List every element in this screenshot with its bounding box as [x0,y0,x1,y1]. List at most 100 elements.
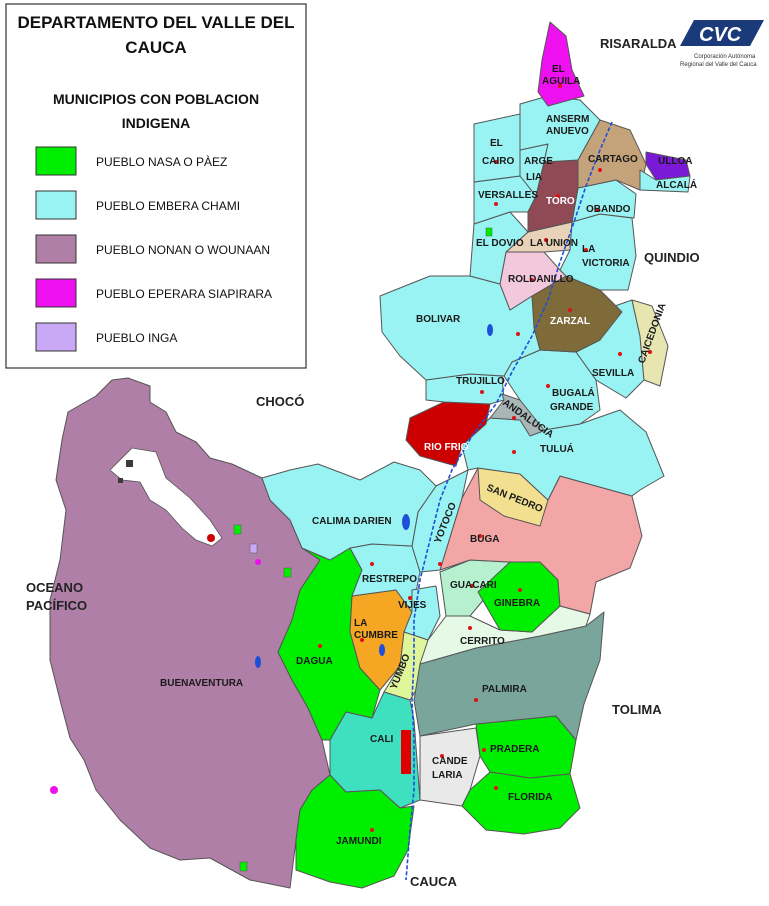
cauca-river [405,121,613,881]
eperara-marker-1 [255,559,261,565]
municipality-alcala[interactable] [639,169,691,193]
label-jamundi: JAMUNDI [336,836,382,847]
island-2 [118,478,123,483]
label-la-victoria-1: LA [582,244,595,255]
legend-swatch [35,146,77,176]
red-marker-coast [207,534,215,542]
legend-label: PUEBLO NASA O PÀEZ [96,154,227,169]
legend-label: PUEBLO INGA [96,331,177,345]
label-restrepo: RESTREPO [362,574,417,585]
label-roldanillo: ROLDANILLO [508,274,574,285]
label-florida: FLORIDA [508,792,552,803]
label-bugalagrande-2: GRANDE [550,402,594,413]
estuary-white-area [109,447,223,547]
eperara-marker-2 [50,786,58,794]
label-buenaventura: BUENAVENTURA [160,678,243,689]
inga-marker [249,543,258,554]
region-risaralda: RISARALDA [600,36,677,51]
legend-swatch [35,322,77,352]
label-obando: OBANDO [586,204,631,215]
nasa-marker-3 [239,861,248,872]
municipality-el-aguila[interactable] [537,21,585,107]
region-quindio: QUINDIO [644,250,700,265]
legend-title-1: DEPARTAMENTO DEL VALLE DEL [17,13,294,32]
region-choco: CHOCÓ [256,394,304,409]
label-cartago: CARTAGO [588,154,638,165]
label-candelaria-1: CANDE [432,756,468,767]
cvc-logo-caption-1: Corporación Autónoma [694,54,756,60]
label-ginebra: GINEBRA [494,598,540,609]
legend-title-2: CAUCA [125,38,186,57]
label-versalles: VERSALLES [478,190,538,201]
municipality-cartago[interactable] [577,119,647,191]
municipality-el-cairo[interactable] [473,113,521,183]
label-zarzal: ZARZAL [550,316,590,327]
label-rio-frio: RIO FRIO [424,442,469,453]
label-la-victoria-2: VICTORIA [582,258,630,269]
legend-subtitle-2: INDIGENA [122,115,190,131]
label-el-aguila-2: AGUILA [542,76,580,87]
municipality-calima-darien[interactable] [261,461,437,561]
nasa-marker-2 [283,567,292,578]
municipality-jamundi[interactable] [295,774,415,889]
label-tulua: TULUÁ [540,442,574,455]
legend: DEPARTAMENTO DEL VALLE DEL CAUCA MUNICIP… [5,3,307,369]
cvc-logo-caption-2: Regional del Valle del Cauca [680,62,757,68]
label-ansermanuevo-2: ANUEVO [546,126,589,137]
cali-red-bar [401,730,411,774]
label-dagua: DAGUA [296,656,333,667]
label-candelaria-2: LARIA [432,770,463,781]
lake-bolivar [487,324,493,336]
legend-items: PUEBLO NASA O PÀEZ PUEBLO EMBERA CHAMI PUE… [35,146,272,352]
cvc-logo-text: CVC [699,24,742,46]
nasa-marker-dovio [485,227,493,237]
label-ulloa: ULLOA [658,156,692,167]
label-palmira: PALMIRA [482,684,527,695]
island-1 [126,460,133,467]
label-el-cairo-1: EL [490,138,503,149]
label-cali: CALI [370,734,394,745]
label-bugalagrande-1: BUGALÁ [552,386,595,399]
cvc-logo: CVC Corporación Autónoma Regional del Va… [680,20,764,68]
label-toro: TORO [546,196,575,207]
lake-dagua [255,656,261,668]
label-bolivar: BOLIVAR [416,314,461,325]
municipality-florida[interactable] [461,771,581,835]
label-sevilla: SEVILLA [592,368,634,379]
label-la-cumbre-1: LA [354,618,367,629]
label-pradera: PRADERA [490,744,539,755]
label-guacari: GUACARI [450,580,497,591]
legend-swatch [35,190,77,220]
nasa-marker-1 [233,524,242,535]
legend-subtitle-1: MUNICIPIOS CON POBLACION [53,91,259,107]
label-el-dovio: EL DOVIO [476,238,524,249]
label-argelia-1: ARGE [524,156,553,167]
label-cerrito: CERRITO [460,636,505,647]
legend-label: PUEBLO NONAN O WOUNAAN [96,243,270,257]
municipality-cali[interactable] [329,691,421,809]
legend-swatch [35,234,77,264]
region-oceano-1: OCEANO [26,580,83,595]
cvc-logo-swoosh [680,20,764,46]
label-ansermanuevo-1: ANSERM [546,114,589,125]
lake-cumbre [379,644,385,656]
region-oceano-2: PACÍFICO [26,598,87,613]
region-cauca: CAUCA [410,874,458,889]
legend-swatch [35,278,77,308]
label-la-union: LA UNION [530,238,578,249]
municipality-caicedonia[interactable] [631,299,669,387]
region-tolima: TOLIMA [612,702,662,717]
municipality-el-dovio[interactable] [469,211,529,285]
legend-label: PUEBLO EPERARA SIAPIRARA [96,287,272,301]
label-el-aguila-1: EL [552,64,565,75]
town-dots [318,84,652,832]
lake-calima [402,514,410,530]
legend-label: PUEBLO EMBERA CHAMI [96,199,240,213]
label-buga: BUGA [470,534,499,545]
label-trujillo: TRUJILLO [456,376,505,387]
label-la-cumbre-2: CUMBRE [354,630,398,641]
label-el-cairo-2: CAIRO [482,156,514,167]
label-vijes: VIJES [398,600,427,611]
label-alcala: ALCALÁ [656,178,697,191]
